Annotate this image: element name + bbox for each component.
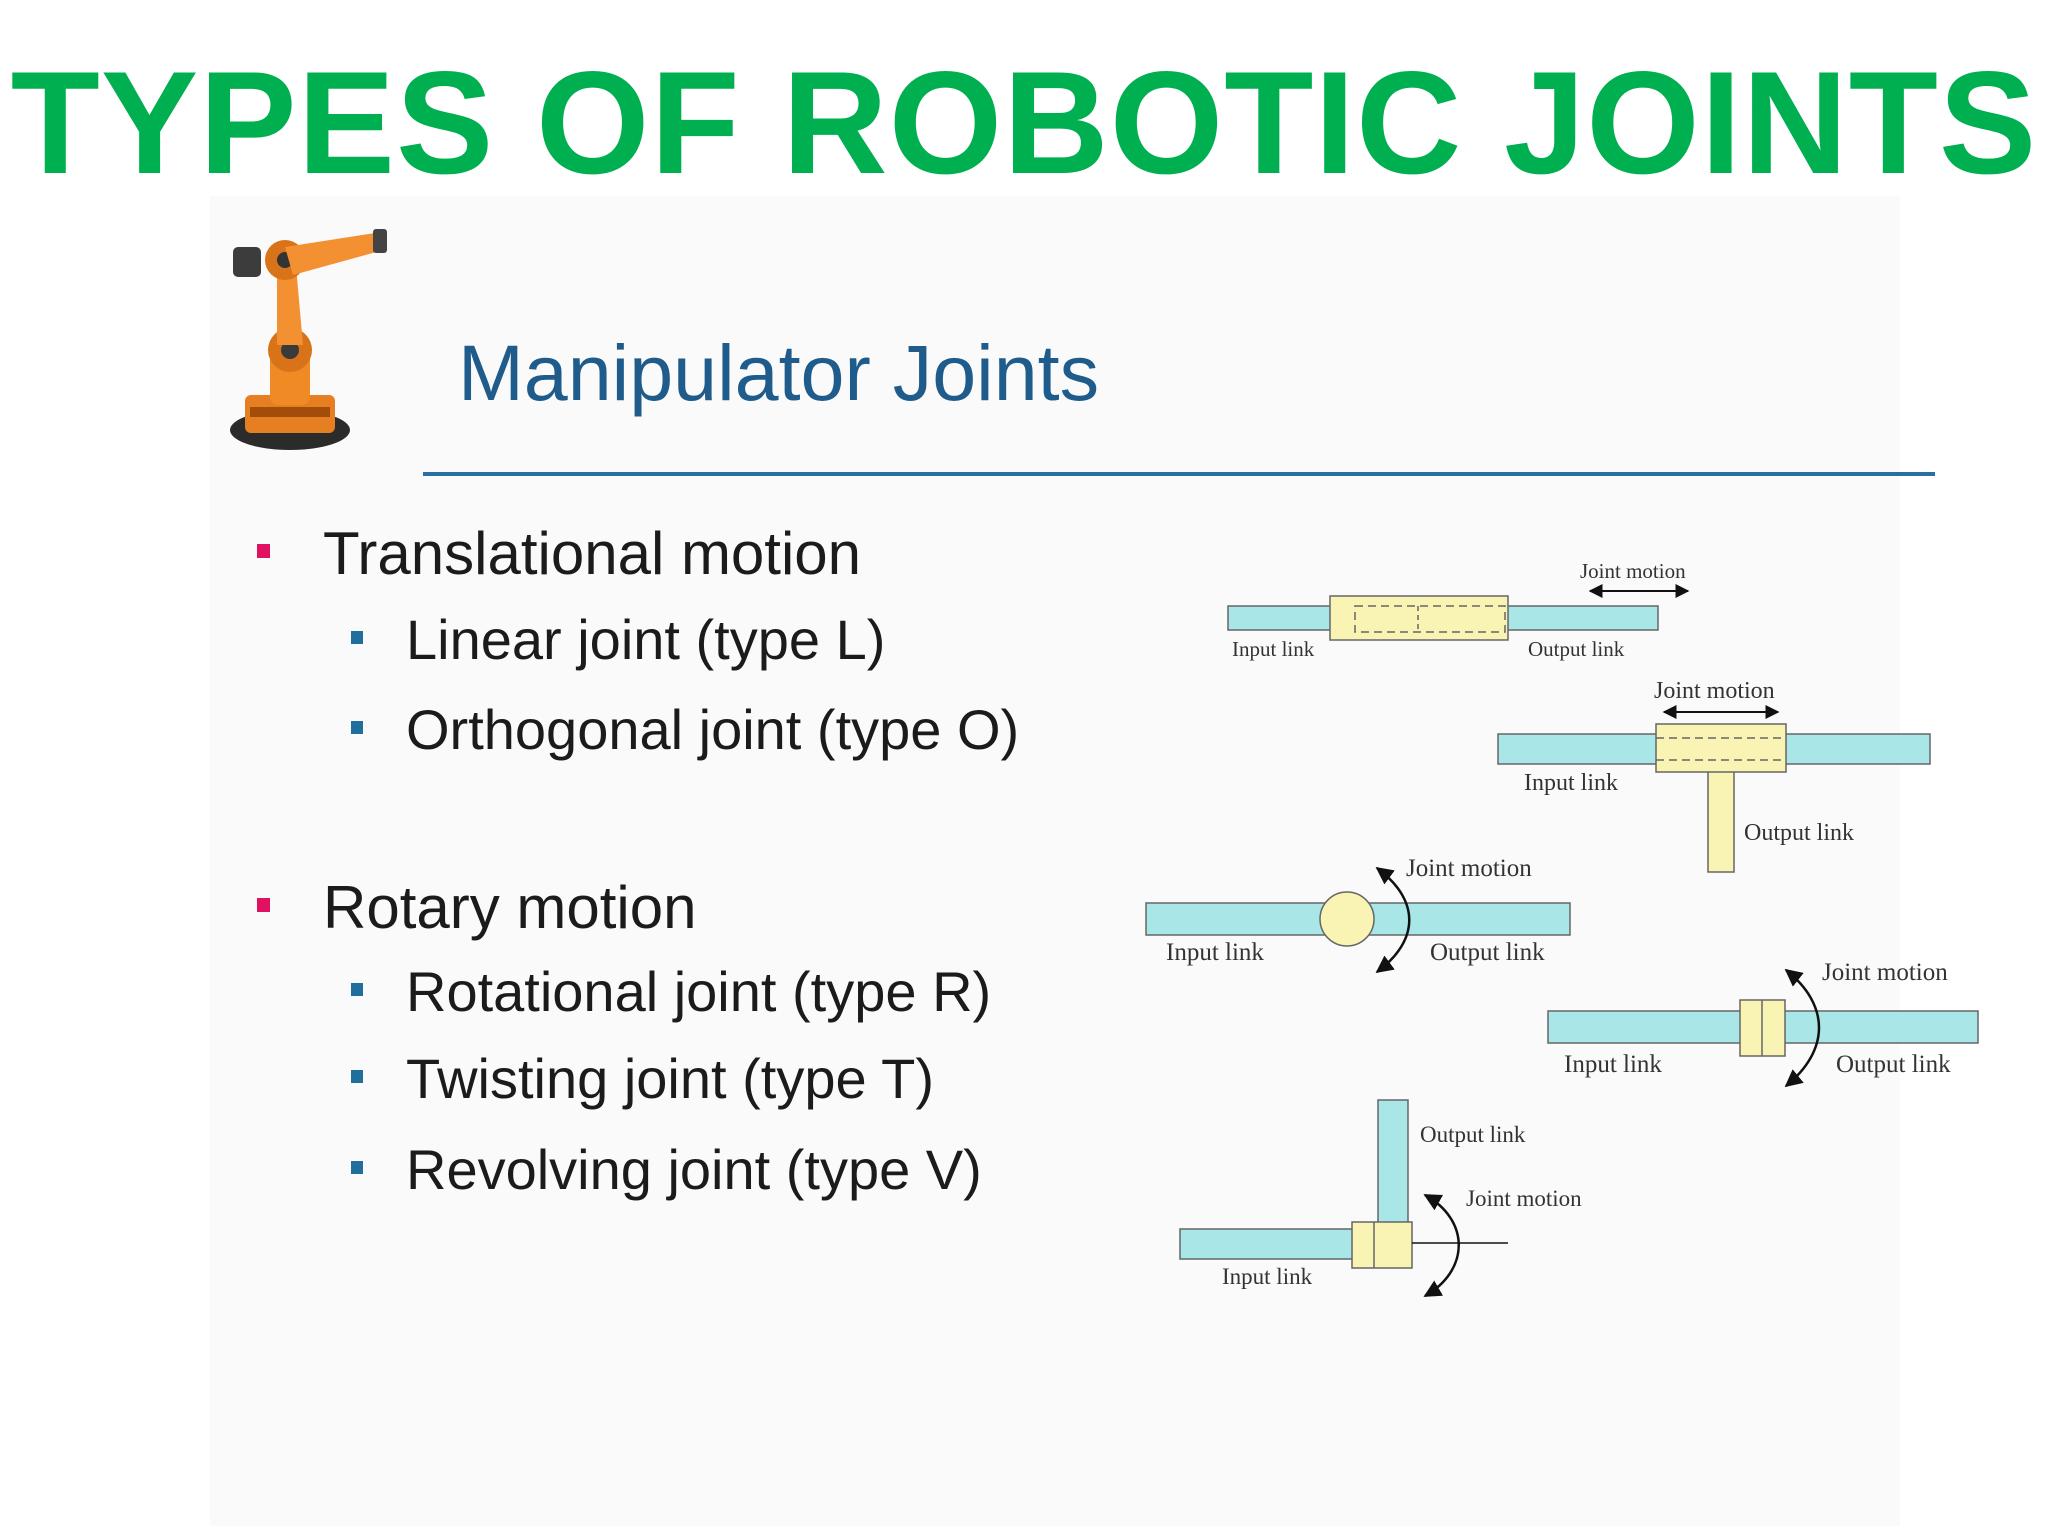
slide-title: Manipulator Joints: [458, 328, 1100, 417]
subbullet-label: Linear joint (type L): [406, 608, 886, 671]
blue-square-bullet-icon: [351, 721, 363, 734]
twisting-output-link-label: Output link: [1836, 1051, 1951, 1078]
subbullet-linear-joint: Linear joint (type L): [351, 607, 886, 673]
linear-joint-diagram: Joint motion Input link Output link: [1227, 559, 1690, 661]
twisting-joint-motion-label: Joint motion: [1822, 959, 1948, 986]
bullet-label: Rotary motion: [323, 874, 697, 941]
subbullet-twisting-joint: Twisting joint (type T): [351, 1046, 935, 1112]
slide-panel: [210, 196, 1900, 1526]
linear-joint-motion-label: Joint motion: [1580, 559, 1686, 583]
orthogonal-joint-motion-label: Joint motion: [1654, 678, 1775, 704]
linear-output-link-label: Output link: [1528, 637, 1625, 661]
pink-square-bullet-icon: [257, 898, 270, 912]
robot-arm-icon: [230, 229, 387, 450]
linear-input-link-label: Input link: [1232, 637, 1315, 661]
revolving-output-link-label: Output link: [1420, 1122, 1526, 1147]
rotational-input-link-label: Input link: [1166, 939, 1264, 966]
subbullet-label: Twisting joint (type T): [406, 1047, 935, 1110]
revolving-input-link-label: Input link: [1222, 1264, 1313, 1289]
blue-square-bullet-icon: [351, 631, 363, 644]
revolving-joint-motion-label: Joint motion: [1466, 1186, 1582, 1211]
subbullet-rotational-joint: Rotational joint (type R): [351, 959, 992, 1025]
subbullet-revolving-joint: Revolving joint (type V): [351, 1137, 982, 1203]
page-title: TYPES OF ROBOTIC JOINTS: [10, 41, 2038, 204]
subbullet-label: Orthogonal joint (type O): [406, 698, 1020, 761]
blue-square-bullet-icon: [351, 1070, 363, 1083]
twisting-joint-diagram: Joint motion Input link Output link: [1547, 959, 1979, 1088]
subbullet-label: Rotational joint (type R): [406, 960, 992, 1023]
orthogonal-input-link-label: Input link: [1524, 770, 1618, 796]
revolving-joint-diagram: Output link Joint motion Input link: [1179, 1099, 1582, 1298]
rotational-joint-diagram: Joint motion Input link Output link: [1145, 855, 1571, 974]
blue-square-bullet-icon: [351, 983, 363, 996]
rotational-joint-motion-label: Joint motion: [1406, 855, 1532, 882]
bullet-label: Translational motion: [323, 520, 862, 587]
title-divider: [423, 472, 1935, 476]
orthogonal-output-link-label: Output link: [1744, 820, 1854, 846]
bullet-rotary-motion: Rotary motion: [257, 873, 697, 943]
subbullet-label: Revolving joint (type V): [406, 1138, 982, 1201]
orthogonal-joint-diagram: Joint motion Input link Output link: [1497, 678, 1931, 873]
twisting-input-link-label: Input link: [1564, 1051, 1662, 1078]
rotational-output-link-label: Output link: [1430, 939, 1545, 966]
blue-square-bullet-icon: [351, 1161, 363, 1174]
subbullet-orthogonal-joint: Orthogonal joint (type O): [351, 697, 1020, 763]
bullet-translational-motion: Translational motion: [257, 519, 862, 589]
pink-square-bullet-icon: [257, 544, 270, 558]
